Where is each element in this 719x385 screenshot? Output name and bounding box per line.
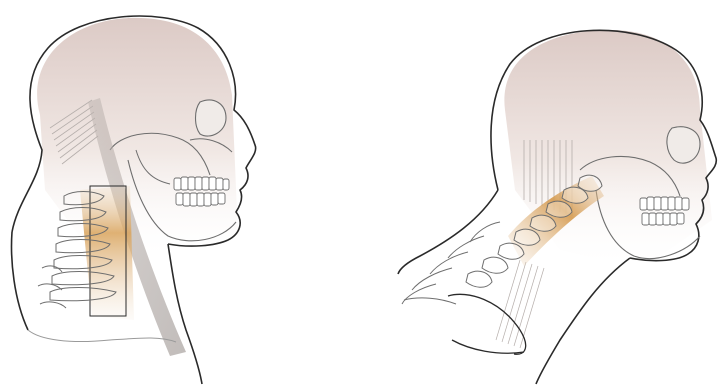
right-scapula xyxy=(404,298,456,304)
left-eye-socket xyxy=(196,100,227,136)
right-shoulder xyxy=(452,340,524,353)
left-figure xyxy=(12,16,256,384)
right-neck-back xyxy=(398,190,498,274)
left-shoulder xyxy=(28,330,176,342)
right-muscle-diagonal xyxy=(496,260,544,348)
left-neck-front xyxy=(168,244,202,384)
right-upper-teeth xyxy=(640,197,689,210)
left-upper-teeth xyxy=(174,177,229,190)
right-neck-front xyxy=(536,258,630,384)
left-lower-teeth xyxy=(176,193,225,206)
right-figure xyxy=(398,30,716,384)
right-eye-socket xyxy=(667,127,700,163)
right-lower-teeth xyxy=(642,213,684,225)
left-neck-back xyxy=(12,232,28,330)
